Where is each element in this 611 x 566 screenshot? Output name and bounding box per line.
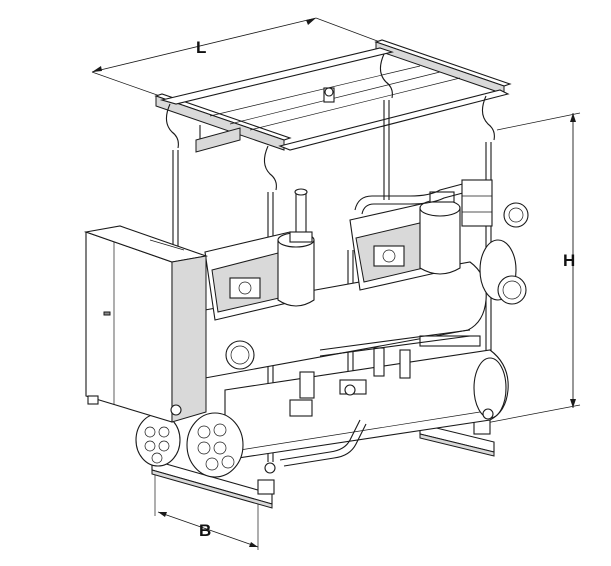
width-label: B [199,521,211,540]
tube-plate-right [197,423,235,471]
dimension-length: L [91,17,381,97]
dimension-height: H [485,112,581,424]
discharge-piping [354,179,493,227]
tube-plate-left [144,426,170,464]
base-shackles [170,384,494,474]
length-label: L [196,38,206,57]
lifting-beam [154,39,512,153]
oil-separators [277,188,461,307]
lifting-hooks [165,53,495,191]
control-cabinet [83,225,209,423]
compressor-right [349,201,441,291]
heat-exchanger-shells [135,202,529,478]
piping [279,329,481,467]
height-label: H [563,251,575,270]
